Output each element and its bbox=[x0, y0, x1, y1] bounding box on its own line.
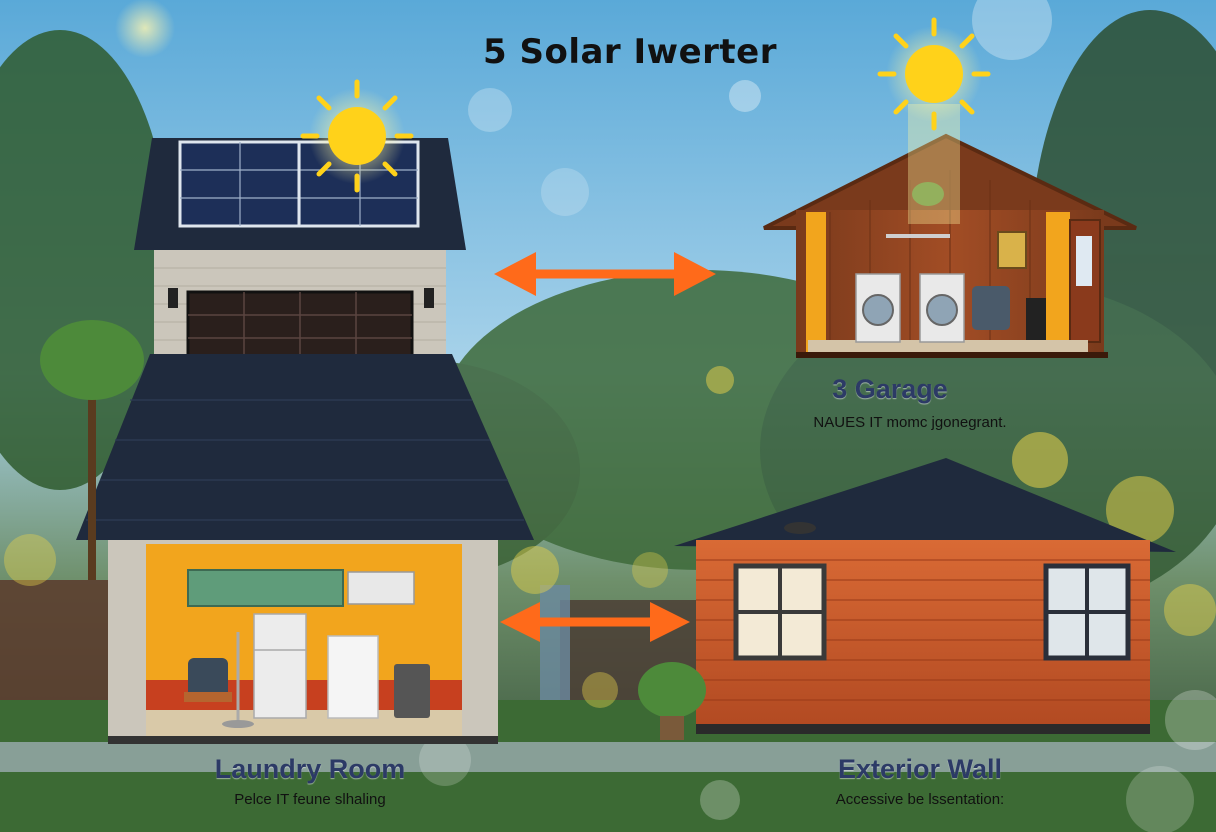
double-arrow-icon bbox=[494, 252, 716, 296]
double-arrow-icon bbox=[500, 602, 690, 642]
page-title: 5 Solar Iwerter bbox=[482, 32, 777, 72]
bokeh-lights bbox=[4, 0, 1216, 832]
laundry-room-heading: Laundry Room bbox=[214, 754, 406, 784]
sun-icon bbox=[300, 79, 414, 193]
garage-building bbox=[763, 133, 1137, 358]
garage-caption: NAUES IT momc jgonegrant. bbox=[813, 414, 1007, 431]
plant-icon bbox=[638, 662, 706, 740]
window-icon bbox=[733, 563, 827, 661]
laundry-room-caption: Pelce IT feune slhaling bbox=[234, 791, 386, 808]
palm-tree bbox=[40, 320, 144, 580]
exterior-wall-heading: Exterior Wall bbox=[837, 754, 1003, 784]
exterior-wall-caption: Accessive be lssentation: bbox=[835, 791, 1005, 808]
exterior-wall-building bbox=[674, 458, 1176, 734]
washing-machine-icon bbox=[855, 273, 901, 343]
main-house bbox=[76, 138, 534, 744]
sun-icon bbox=[877, 17, 991, 224]
garage-heading: 3 Garage bbox=[832, 374, 948, 404]
refrigerator-icon bbox=[253, 613, 307, 719]
